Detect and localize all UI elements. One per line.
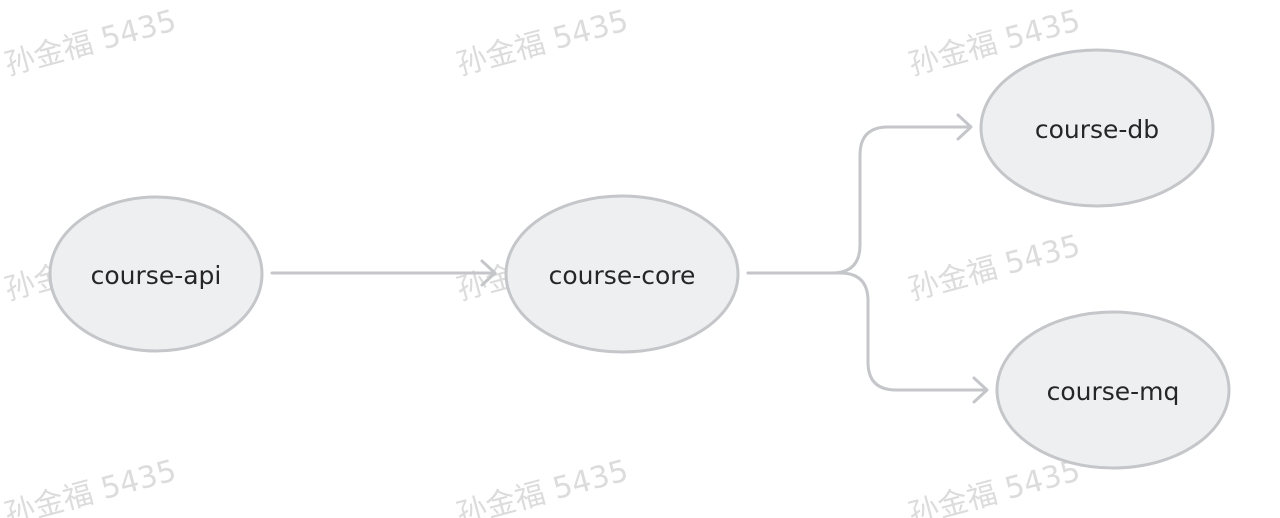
arrowhead-icon bbox=[480, 259, 497, 287]
watermark-text: 孙金福 5435 bbox=[1, 453, 180, 518]
node-label: course-api bbox=[91, 261, 222, 290]
node-label: course-db bbox=[1035, 115, 1159, 144]
node-course-mq: course-mq bbox=[995, 310, 1231, 470]
edge-api-to-core bbox=[270, 259, 497, 287]
node-course-api: course-api bbox=[48, 195, 264, 353]
arrowhead-icon bbox=[972, 376, 989, 404]
watermark-text: 孙金福 5435 bbox=[453, 3, 632, 82]
node-shape bbox=[995, 310, 1231, 470]
edge-core-to-db bbox=[746, 113, 973, 275]
node-label: course-core bbox=[549, 261, 696, 290]
node-course-db: course-db bbox=[979, 48, 1215, 208]
watermark-text: 孙金福 5435 bbox=[905, 453, 1084, 518]
watermark-text: 孙金福 5435 bbox=[905, 228, 1084, 307]
edge-line bbox=[746, 271, 988, 392]
node-shape bbox=[504, 194, 740, 354]
watermark-text: 孙金福 5435 bbox=[1, 3, 180, 82]
node-course-core: course-core bbox=[504, 194, 740, 354]
edge-core-to-mq bbox=[746, 271, 989, 404]
node-label: course-mq bbox=[1047, 377, 1180, 406]
node-shape bbox=[979, 48, 1215, 208]
watermark-text: 孙金福 5435 bbox=[453, 453, 632, 518]
arrowhead-icon bbox=[956, 113, 973, 141]
node-shape bbox=[48, 195, 264, 353]
edge-line bbox=[746, 125, 972, 275]
